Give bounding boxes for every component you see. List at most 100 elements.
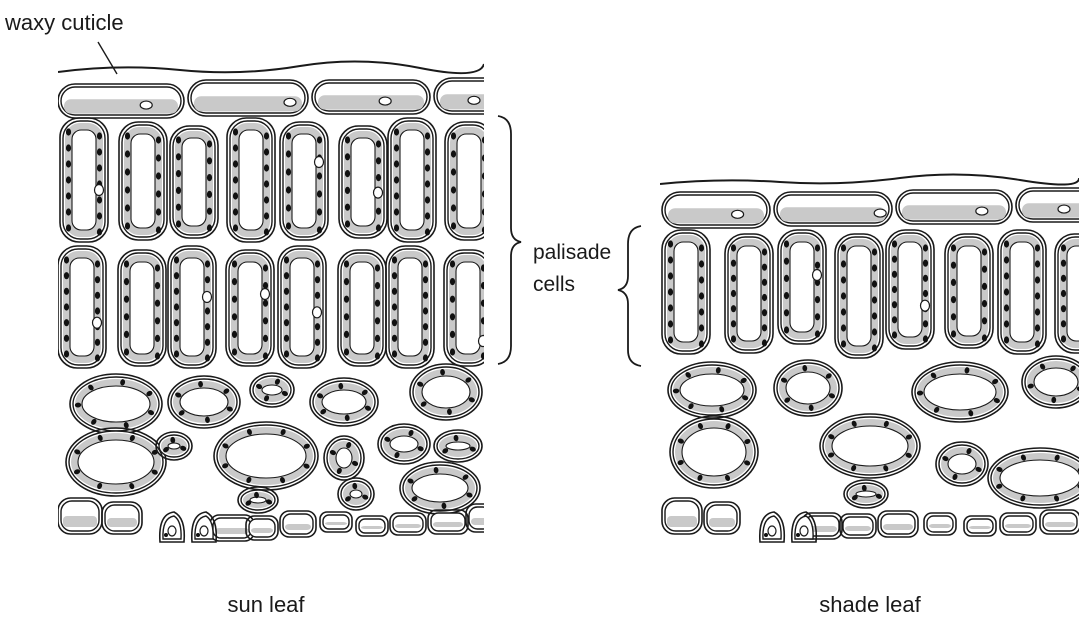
chloroplast [1035,308,1040,315]
chloroplast [762,324,767,331]
chloroplast [233,224,238,231]
chloroplast [375,352,380,359]
chloroplast [286,222,291,229]
nucleus [468,96,480,104]
chloroplast [376,208,381,215]
chloroplast [95,339,100,346]
chloroplast [892,301,897,308]
waxy-cuticle-label: waxy cuticle [4,10,124,35]
spongy-mesophyll-cell [668,362,756,418]
palisade-cell [835,234,883,358]
chloroplast [264,148,269,155]
palisade-cell [338,250,386,366]
chloroplast [892,331,897,338]
palisade-cell [278,246,326,368]
chloroplast [1061,305,1066,312]
chloroplast [892,256,897,263]
chloroplast [1061,335,1066,342]
nucleus [379,97,391,105]
spongy-mesophyll-cell [1022,356,1079,408]
palisade-cell [386,246,434,368]
guard-cell [160,512,185,542]
lower-epidermis-cell [840,514,876,538]
chloroplast [233,208,238,215]
palisade-cell [226,250,274,366]
chloroplast [423,354,428,361]
palisade-cell [778,230,826,344]
shade-leaf-label: shade leaf [819,592,921,617]
chloroplast [375,282,380,289]
chloroplast [233,192,238,199]
spongy-mesophyll-cell [238,487,278,513]
nucleus [95,184,104,195]
chloroplast [375,317,380,324]
spongy-mesophyll-cell [168,376,240,428]
chloroplast [64,319,69,326]
chloroplast [815,330,820,337]
nucleus [261,288,270,299]
chloroplast [174,303,179,310]
palisade-cell [388,118,436,242]
chloroplast [784,309,789,316]
chloroplast [344,278,349,285]
chloroplast [125,168,130,175]
chloroplast [699,324,704,331]
chloroplast [207,157,212,164]
palisade-cell [444,250,492,366]
chloroplast [97,212,102,219]
palisade-cell [58,246,106,368]
chloroplast [784,326,789,333]
chloroplast [392,303,397,310]
chloroplast [174,335,179,342]
chloroplast [376,224,381,231]
guard-cell [192,512,217,542]
chloroplast [344,313,349,320]
lower-epidermis-cell [356,516,388,536]
chloroplast [450,260,455,267]
chloroplast [1035,292,1040,299]
chloroplast [264,196,269,203]
sun-leaf-section [58,61,514,542]
chloroplast [125,186,130,193]
chloroplast [1004,272,1009,279]
chloroplast [892,240,897,247]
palisade-cell [170,126,218,238]
chloroplast [284,272,289,279]
spongy-mesophyll-cell [936,442,988,486]
chloroplast [841,340,846,347]
chloroplast [232,296,237,303]
chloroplast [344,331,349,338]
chloroplast [668,320,673,327]
chloroplast [425,196,430,203]
chloroplast [423,292,428,299]
chloroplast [286,186,291,193]
chloroplast [423,307,428,314]
chloroplast [668,336,673,343]
chloroplast [1035,340,1040,347]
spongy-mesophyll-cell [844,480,888,508]
chloroplast [345,153,350,160]
chloroplast [841,324,846,331]
chloroplast [731,320,736,327]
chloroplast [923,335,928,342]
chloroplast [345,136,350,143]
chloroplast [205,276,210,283]
spongy-mesophyll-cell [310,378,378,426]
palisade-cell [339,126,387,238]
chloroplast [951,296,956,303]
chloroplast [1035,260,1040,267]
nucleus [976,207,988,215]
chloroplast [731,260,736,267]
chloroplast [762,339,767,346]
epidermis-cell [774,192,892,226]
chloroplast [425,228,430,235]
chloroplast [376,140,381,147]
nucleus [374,187,383,198]
chloroplast [174,350,179,357]
nucleus [93,317,102,328]
chloroplast [731,244,736,251]
chloroplast [450,331,455,338]
lower-epidermis-cell [246,516,278,540]
chloroplast [64,350,69,357]
